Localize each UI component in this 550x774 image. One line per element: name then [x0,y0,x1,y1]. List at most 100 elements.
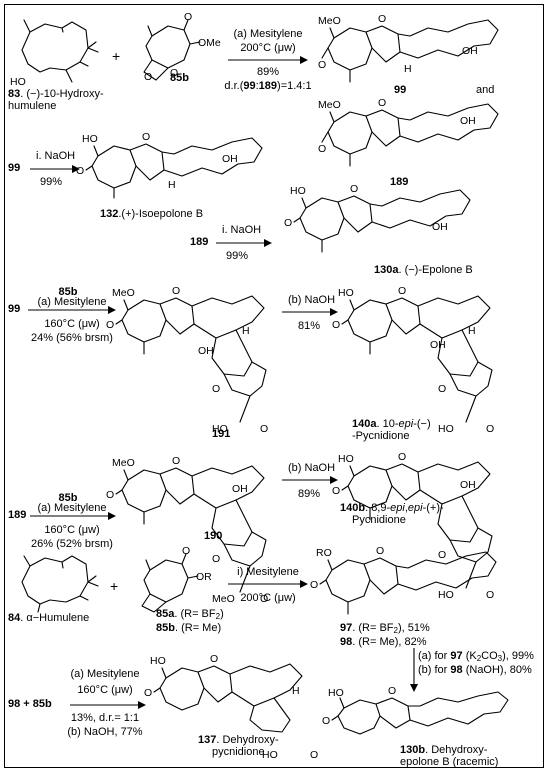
r6-reagent: 85b [58,492,78,504]
svg-text:HO: HO [438,589,454,601]
label-85a: 85a. (R= BF2) [156,608,224,621]
r8-line1: i) Mesitylene [237,566,299,578]
label-83-line2: humulene [8,100,57,112]
r4-line3: 24% (56% brsm) [31,332,113,344]
label-83: 83. (−)-10-Hydroxy- [8,88,104,100]
r9-line1: (a) for 97 (K2CO3), 99% [418,650,534,663]
r1-line3: 89% [256,66,280,78]
and-text: and [476,84,495,96]
svg-text:OH: OH [430,339,446,351]
svg-text:O: O [378,97,386,109]
svg-text:O: O [210,653,218,665]
svg-text:O: O [260,593,268,605]
r3-substrate: 189 [190,236,209,248]
r6-line2: 160°C (μw) [44,524,100,536]
svg-text:O: O [398,285,406,297]
label-85b-top: 85b [170,72,189,84]
r1-line2: 200°C (μw) [240,42,296,54]
svg-text:HO: HO [338,453,354,465]
label-130b: 130b. Dehydroxy- [400,744,488,756]
r7-line2: 89% [298,488,321,500]
structure-97-98: O RO O [310,545,497,615]
svg-text:O: O [350,183,358,195]
svg-text:OH: OH [232,483,248,495]
r4-line1: (a) Mesitylene [37,296,107,308]
svg-text:OH: OH [198,345,214,357]
structure-85: O OR [141,545,212,613]
r4-substrate: 99 [8,303,21,315]
structure-140b: O HO O OH O HO O [332,451,494,601]
r6-line3: 26% (52% brsm) [31,538,113,550]
svg-text:O: O [378,13,386,25]
r3-line2: 99% [226,250,249,262]
svg-text:OMe: OMe [198,37,221,49]
label-84: 84. α−Humulene [8,612,90,624]
label-99: 99 [394,84,407,96]
svg-text:O: O [184,11,192,23]
r2-line2: 99% [40,176,63,188]
structure-83: HO [10,19,99,88]
svg-text:HO: HO [10,76,26,88]
svg-text:HO: HO [212,423,228,435]
arrow-r3 [216,239,272,247]
svg-text:OH: OH [460,115,476,127]
svg-text:O: O [438,549,446,561]
svg-text:HO: HO [262,749,278,761]
label-132: 132.(+)-Isoepolone B [100,208,204,220]
r9-line2: (b) for 98 (NaOH), 80% [418,664,532,676]
label-189: 189 [390,176,409,188]
svg-text:HO: HO [290,185,306,197]
svg-text:O: O [310,579,318,591]
svg-text:OH: OH [222,153,238,165]
svg-text:O: O [182,545,190,557]
svg-text:H: H [468,325,476,337]
svg-text:MeO: MeO [318,99,341,111]
structure-84 [21,555,99,613]
svg-text:OR: OR [196,571,212,583]
svg-text:O: O [144,687,152,699]
svg-text:O: O [322,715,330,727]
svg-text:OH: OH [460,479,476,491]
label-130a: 130a. (−)-Epolone B [374,264,473,276]
svg-text:H: H [404,63,412,75]
arrow-r8 [228,580,308,588]
label-140b-line2: Pycnidione [352,514,406,526]
label-191: 191 [212,428,231,440]
label-140a: 140a. 10-epi-(−) [352,418,431,430]
r7-line1: (b) NaOH [288,462,336,474]
r1-line4: d.r.(99:189)=1.4:1 [224,80,312,92]
r5-line2: 81% [298,320,321,332]
r10-line3: 13%, d.r.= 1:1 [70,712,140,724]
svg-text:O: O [486,589,494,601]
arrow-r5 [282,308,338,316]
svg-text:HO: HO [150,655,166,667]
label-98: 98. (R= Me), 82% [340,636,427,648]
svg-text:O: O [212,383,220,395]
svg-text:O: O [310,749,318,761]
r10-line4: (b) NaOH, 77% [67,726,143,738]
r5-line1: (b) NaOH [288,294,336,306]
svg-text:O: O [172,455,180,467]
svg-text:HO: HO [438,423,454,435]
arrow-r9 [410,648,418,692]
svg-text:O: O [172,285,180,297]
r6-substrate: 189 [8,509,27,521]
plus-sign-1: + [112,48,121,64]
svg-text:O: O [376,545,384,557]
svg-text:O: O [260,423,268,435]
r6-line1: (a) Mesitylene [37,502,107,514]
svg-text:O: O [144,71,152,83]
svg-text:MeO: MeO [112,287,135,299]
svg-text:MeO: MeO [212,593,235,605]
svg-text:OH: OH [432,221,448,233]
svg-text:O: O [398,451,406,463]
svg-text:O: O [284,217,292,229]
svg-text:O: O [332,319,340,331]
r2-substrate: 99 [8,162,21,174]
svg-text:O: O [438,383,446,395]
svg-text:OH: OH [462,45,478,57]
scheme-frame [4,4,544,768]
